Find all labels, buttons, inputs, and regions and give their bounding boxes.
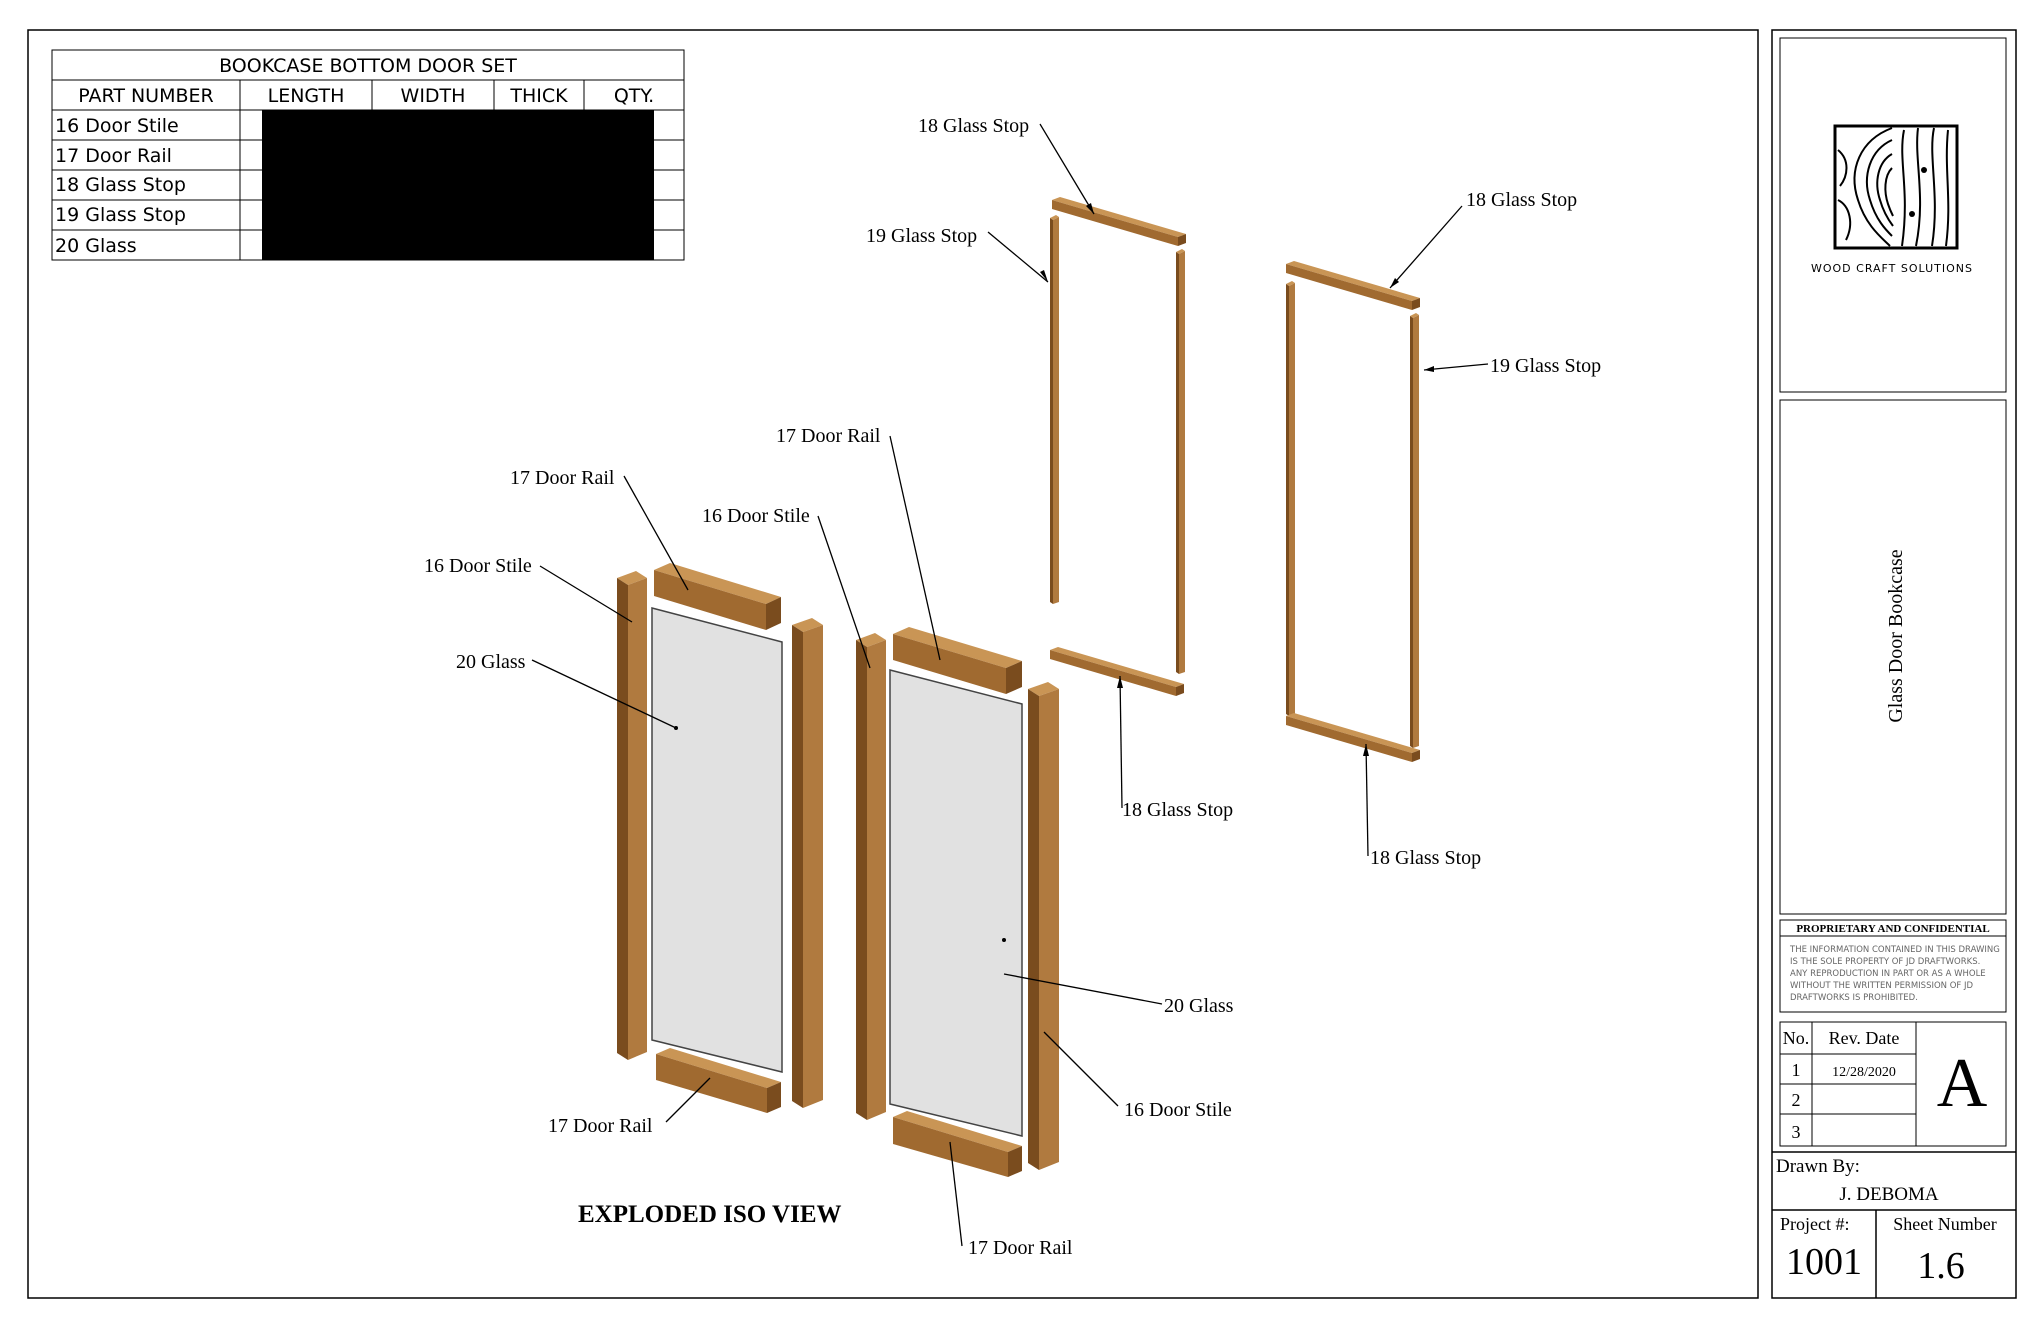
drawn-by-label: Drawn By: <box>1776 1156 1860 1177</box>
row-part: 18 Glass Stop <box>55 174 186 196</box>
door-stile-part <box>617 571 647 585</box>
confidential-panel <box>1779 919 2007 1013</box>
confidential-line: WITHOUT THE WRITTEN PERMISSION OF JD <box>1790 981 1974 991</box>
callout-19-glass-stop: 19 Glass Stop <box>866 225 977 247</box>
callout-18-glass-stop: 18 Glass Stop <box>1122 799 1233 821</box>
callout-16-door-stile: 16 Door Stile <box>424 555 532 577</box>
callout-17-door-rail: 17 Door Rail <box>510 467 615 489</box>
glass-stop-frame-b <box>1286 261 1420 762</box>
glass-stop-part <box>1286 261 1420 301</box>
callout-16-door-stile: 16 Door Stile <box>1124 1099 1232 1121</box>
header-length: LENGTH <box>268 85 345 107</box>
rev-date: 12/28/2020 <box>1832 1065 1896 1080</box>
callout-17-door-rail: 17 Door Rail <box>548 1115 653 1137</box>
glass-stop-part <box>1286 713 1420 753</box>
callout-18-glass-stop: 18 Glass Stop <box>1370 847 1481 869</box>
view-title: EXPLODED ISO VIEW <box>578 1201 842 1228</box>
left-door-assembly <box>617 563 823 1113</box>
glass-stop-part <box>1050 215 1059 220</box>
project-title: Glass Door Bookcase <box>1885 549 1907 722</box>
door-stile-part <box>856 633 886 647</box>
project-title-panel <box>1779 399 2007 915</box>
revision-letter: A <box>1937 1045 1988 1122</box>
glass-stop-part <box>1050 647 1184 687</box>
confidential-line: THE INFORMATION CONTAINED IN THIS DRAWIN… <box>1789 945 2000 955</box>
glass-stop-part <box>1410 313 1419 318</box>
callout-labels: 16 Door Stile 17 Door Rail 20 Glass 17 D… <box>424 115 1601 1259</box>
confidential-line: DRAFTWORKS IS PROHIBITED. <box>1790 993 1918 1003</box>
glass-stop-part <box>1176 249 1185 254</box>
header-part-number: PART NUMBER <box>78 85 213 107</box>
right-door-assembly <box>856 627 1059 1177</box>
wood-grain-logo <box>1833 124 1959 250</box>
callout-20-glass: 20 Glass <box>456 651 526 673</box>
callout-18-glass-stop: 18 Glass Stop <box>918 115 1029 137</box>
drawn-by-name: J. DEBOMA <box>1839 1184 1939 1205</box>
row-part: 16 Door Stile <box>55 115 179 137</box>
parts-table-title: BOOKCASE BOTTOM DOOR SET <box>219 55 517 77</box>
confidential-heading: PROPRIETARY AND CONFIDENTIAL <box>1796 923 1989 935</box>
row-part: 19 Glass Stop <box>55 204 186 226</box>
title-block-border <box>1771 29 2017 1299</box>
glass-stop-part <box>1052 197 1186 237</box>
logo-panel <box>1779 37 2007 393</box>
confidential-line: IS THE SOLE PROPERTY OF JD DRAFTWORKS. <box>1790 957 1980 967</box>
header-width: WIDTH <box>401 85 466 107</box>
rev-no: 2 <box>1792 1090 1801 1110</box>
door-rail-part <box>656 1048 781 1088</box>
callout-18-glass-stop: 18 Glass Stop <box>1466 189 1577 211</box>
callout-17-door-rail: 17 Door Rail <box>776 425 881 447</box>
glass-panel <box>651 607 783 1073</box>
door-stile-part <box>1028 682 1059 696</box>
glass-stop-part <box>1286 281 1295 286</box>
title-block: WOOD CRAFT SOLUTIONS Glass Door Bookcase… <box>1772 37 2016 1298</box>
callout-20-glass: 20 Glass <box>1164 995 1234 1017</box>
callout-17-door-rail: 17 Door Rail <box>968 1237 1073 1259</box>
sheet-number: 1.6 <box>1917 1245 1965 1287</box>
rev-no: 1 <box>1792 1060 1801 1080</box>
confidential-line: ANY REPRODUCTION IN PART OR AS A WHOLE <box>1790 969 1986 979</box>
callout-16-door-stile: 16 Door Stile <box>702 505 810 527</box>
header-thick: THICK <box>509 85 568 107</box>
callout-19-glass-stop: 19 Glass Stop <box>1490 355 1601 377</box>
rev-date-header: Rev. Date <box>1829 1028 1900 1048</box>
redaction-block <box>262 110 654 260</box>
header-qty: QTY. <box>614 85 654 107</box>
row-part: 17 Door Rail <box>55 145 172 167</box>
drawing-border <box>27 29 1759 1299</box>
glass-panel <box>889 669 1023 1137</box>
project-number-label: Project #: <box>1780 1214 1850 1234</box>
company-name: WOOD CRAFT SOLUTIONS <box>1811 262 1973 275</box>
rev-no-header: No. <box>1783 1028 1810 1048</box>
door-rail-part <box>893 627 1022 668</box>
project-number: 1001 <box>1786 1241 1862 1283</box>
door-rail-part <box>893 1111 1022 1152</box>
sheet-number-label: Sheet Number <box>1893 1214 1996 1234</box>
leader-arrowheads <box>674 203 1434 942</box>
door-rail-part <box>654 563 781 604</box>
row-part: 20 Glass <box>55 235 137 257</box>
leader-lines <box>531 123 1489 1247</box>
parts-table: BOOKCASE BOTTOM DOOR SET PART NUMBER LEN… <box>51 49 685 261</box>
glass-stop-frame-a <box>1050 197 1186 696</box>
rev-no: 3 <box>1792 1122 1801 1142</box>
door-stile-part <box>792 618 823 632</box>
